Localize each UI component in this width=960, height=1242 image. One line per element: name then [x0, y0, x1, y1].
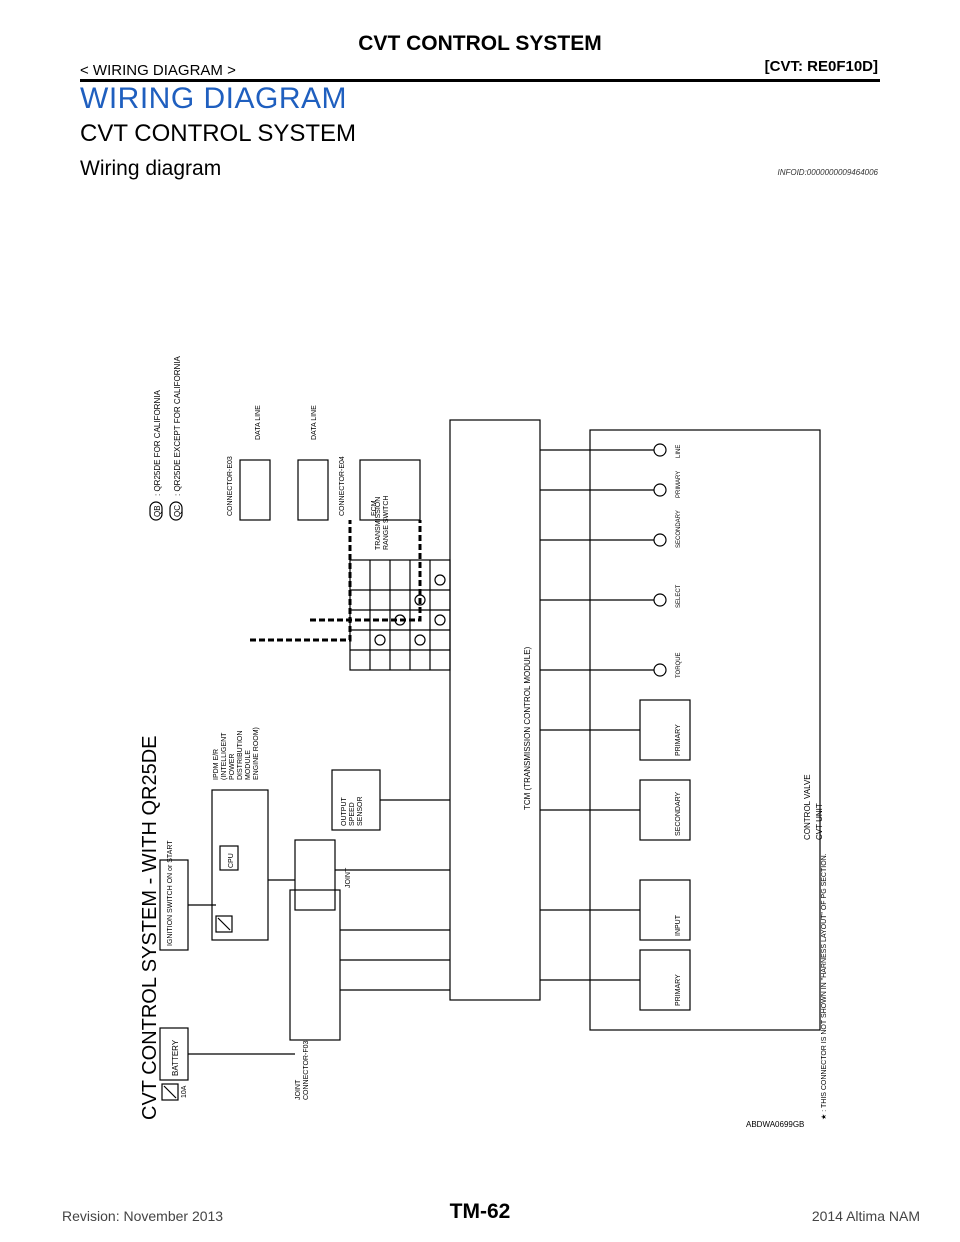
- info-id: INFOID:0000000009464006: [777, 168, 878, 177]
- ipdm-label-3: DISTRIBUTION: [237, 731, 244, 780]
- ecm-label: ECM: [371, 500, 378, 516]
- input-sensor-label: INPUT: [675, 914, 682, 936]
- ignition-switch-box: [159, 859, 189, 951]
- footnote: ★ : THIS CONNECTOR IS NOT SHOWN IN "HARN…: [820, 853, 828, 1120]
- section-breadcrumb: < WIRING DIAGRAM >: [80, 62, 236, 79]
- solenoid-valves: TORQUE SELECT SECONDARY PRIMARY LINE: [653, 443, 682, 678]
- tcm-label: TCM (TRANSMISSION CONTROL MODULE): [523, 646, 532, 810]
- legend-code-qc: QC: [173, 505, 182, 517]
- data-line-label-1: DATA LINE: [255, 405, 262, 440]
- legend-text-qc: : QR25DE EXCEPT FOR CALIFORNIA: [173, 355, 182, 496]
- model-code: [CVT: RE0F10D]: [764, 58, 878, 75]
- cvt-unit-label: CVT UNIT: [815, 803, 824, 840]
- page-header-title: CVT CONTROL SYSTEM: [358, 32, 602, 55]
- footer-edition: 2014 Altima NAM: [811, 1208, 920, 1224]
- data-line-label-2: DATA LINE: [311, 405, 318, 440]
- primary-solenoid-label: PRIMARY: [676, 471, 682, 498]
- ipdm-label-4: MODULE: [245, 750, 252, 780]
- ipdm-label-0: IPDM E/R: [213, 749, 220, 780]
- footer-revision: Revision: November 2013: [62, 1208, 224, 1224]
- trs-label-0: TRANSMISSION: [375, 497, 382, 550]
- secondary-pressure-label: SECONDARY: [675, 791, 682, 836]
- can-line-l: [310, 520, 422, 622]
- joint-connector-e04: [297, 459, 329, 521]
- page-subheading: CVT CONTROL SYSTEM: [80, 120, 357, 147]
- tcm-box: [449, 419, 541, 1001]
- legend-text-qb: : QR25DE FOR CALIFORNIA: [153, 390, 162, 496]
- primary-sensor-label: PRIMARY: [675, 974, 682, 1006]
- page-heading: WIRING DIAGRAM: [80, 82, 347, 115]
- joint-f02-label-0: JOINT: [345, 867, 352, 888]
- ecm-box: [359, 459, 421, 521]
- wiring-diagram-svg: CVT CONTROL SYSTEM - WITH QR25DE QB : QR…: [139, 355, 828, 1120]
- wiring-diagram: CVT CONTROL SYSTEM - WITH QR25DE QB : QR…: [120, 180, 840, 1140]
- joint-f03-label-0: JOINT: [295, 1079, 302, 1100]
- fuse-battery: [161, 1083, 179, 1101]
- secondary-pressure-sensor: [639, 779, 691, 841]
- trs-label-1: RANGE SWITCH: [383, 496, 390, 550]
- secondary-solenoid-label: SECONDARY: [676, 510, 682, 548]
- tcm-to-cvt-wires: [540, 449, 654, 981]
- control-valve-label: CONTROL VALVE: [803, 774, 812, 840]
- ipdm-label-1: (INTELLIGENT: [221, 732, 228, 780]
- battery-label: BATTERY: [171, 1039, 180, 1076]
- joint-connector-f02: [294, 839, 336, 911]
- section-title: Wiring diagram: [80, 157, 222, 180]
- fuse-bat-label: 10A: [181, 1085, 188, 1098]
- ipdm-label-5: ENGINE ROOM): [253, 727, 260, 780]
- legend-code-qb: QB: [153, 505, 162, 517]
- ipdm-label-2: POWER: [229, 754, 236, 780]
- primary-pressure-sensor: [639, 699, 691, 761]
- primary-pressure-label: PRIMARY: [675, 724, 682, 756]
- line-solenoid-label: LINE: [676, 445, 682, 458]
- output-speed-sensor: [331, 769, 381, 831]
- footer-page-number: TM-62: [449, 1200, 511, 1223]
- transmission-range-switch: TRANSMISSION RANGE SWITCH: [349, 496, 451, 671]
- ipdm-box: [211, 789, 269, 941]
- tcc-solenoid-label: TORQUE: [676, 652, 682, 678]
- joint-connector-f03: [289, 889, 341, 1041]
- primary-speed-sensor: [639, 949, 691, 1011]
- joint-e03-label: CONNECTOR-E03: [227, 456, 234, 516]
- joint-e04-label: CONNECTOR-E04: [339, 456, 346, 516]
- legend: QB : QR25DE FOR CALIFORNIA QC : QR25DE E…: [149, 355, 183, 521]
- select-solenoid-label: SELECT: [676, 584, 682, 608]
- diagram-code: ABDWA0699GB: [746, 1120, 805, 1129]
- fuse-ign: [215, 915, 233, 933]
- joint-f03-label-1: CONNECTOR-F03: [303, 1041, 310, 1100]
- header-rule: [80, 79, 880, 82]
- output-sensor-label-2: SENSOR: [357, 796, 364, 826]
- power-wires: [188, 799, 450, 1055]
- can-line-h: [250, 520, 352, 642]
- output-sensor-label-0: OUTPUT: [341, 797, 348, 827]
- cpu-box: [219, 845, 239, 871]
- joint-connector-e03: [239, 459, 271, 521]
- input-speed-sensor: [639, 879, 691, 941]
- cpu-label: CPU: [228, 853, 235, 868]
- ignition-switch-label: IGNITION SWITCH ON or START: [167, 840, 174, 946]
- diagram-title: CVT CONTROL SYSTEM - WITH QR25DE: [139, 736, 161, 1120]
- output-sensor-label-1: SPEED: [349, 802, 356, 826]
